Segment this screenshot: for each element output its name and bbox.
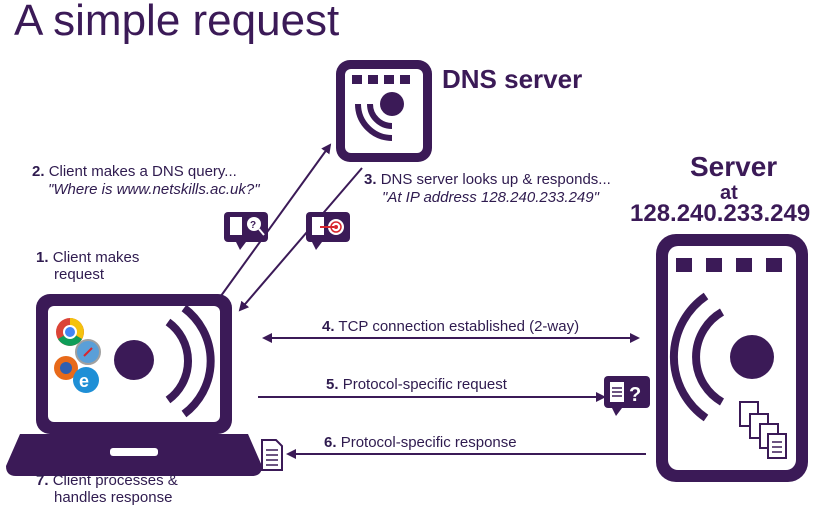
query-document-icon: ? (224, 212, 268, 250)
step-6-label: 6. Protocol-specific response (324, 434, 517, 451)
step-5-label: 5. Protocol-specific request (326, 376, 507, 393)
server-icon (656, 234, 808, 482)
dns-response-arrow (238, 167, 363, 312)
browser-logos-icon: e (54, 318, 101, 393)
step-2-label: 2. Client makes a DNS query... (32, 163, 237, 180)
server-ip-label: 128.240.233.249 (630, 200, 811, 227)
dns-server-icon (336, 60, 432, 162)
server-documents-icon (739, 401, 787, 459)
request-document-icon: ? (604, 376, 650, 416)
step-1-label: 1. Client makes (36, 249, 140, 266)
step-3-quote: "At IP address 128.240.233.249" (382, 189, 599, 206)
dns-query-arrow (217, 143, 332, 301)
response-target-icon (306, 212, 350, 250)
step-2-quote: "Where is www.netskills.ac.uk?" (48, 181, 260, 198)
page-title: A simple request (14, 0, 340, 45)
laptop-client-icon (6, 294, 262, 476)
svg-text:e: e (79, 371, 89, 391)
step-3-label: 3. DNS server looks up & responds... (364, 171, 611, 188)
svg-text:?: ? (250, 220, 256, 231)
svg-text:?: ? (629, 384, 641, 406)
dns-server-label: DNS server (442, 64, 583, 94)
step-4-label: 4. TCP connection established (2-way) (322, 318, 580, 335)
step-1-label-line2: request (54, 266, 105, 283)
step-7-label: 7. Client processes & (36, 472, 178, 489)
response-document-icon (261, 439, 283, 471)
server-at-label: at (720, 182, 738, 204)
server-label: Server (690, 151, 778, 182)
step-7-label-line2: handles response (54, 489, 173, 506)
